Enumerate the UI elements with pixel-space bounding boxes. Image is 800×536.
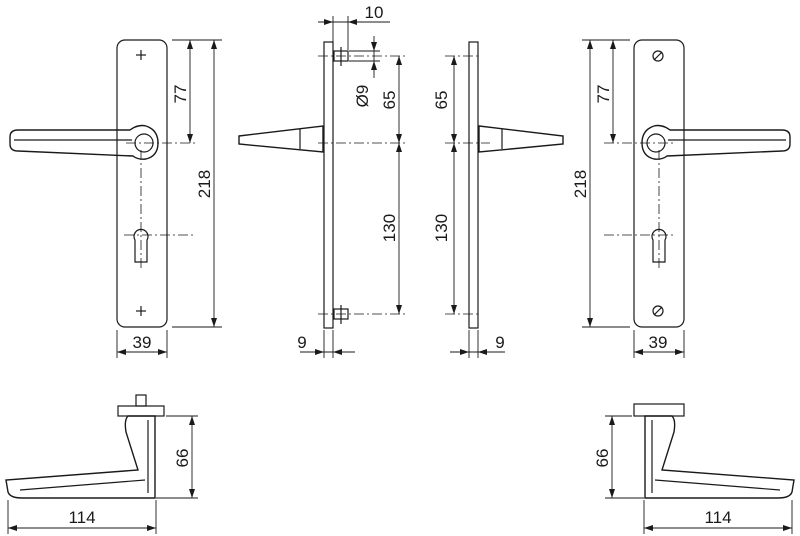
front-view-left: 77 218 39 xyxy=(9,39,222,358)
side-lever xyxy=(238,125,324,153)
dim-label-dia9: Ø9 xyxy=(353,85,372,108)
dim-label-77: 77 xyxy=(171,85,190,104)
lever-top-left xyxy=(5,415,156,499)
dim-66-left: 66 xyxy=(156,415,198,499)
side-plate xyxy=(323,41,334,329)
front-view-right: 77 218 39 xyxy=(571,39,791,358)
backplate-outline xyxy=(116,39,168,328)
lever-handle xyxy=(9,124,159,160)
dim-label-9-right: 9 xyxy=(495,333,504,352)
screw-bottom-right xyxy=(652,305,664,317)
dim-218-right: 218 xyxy=(571,39,630,328)
top-view-left: 66 114 xyxy=(5,394,198,534)
lever-handle-right xyxy=(641,124,791,160)
dim-66-right: 66 xyxy=(593,415,644,499)
dim-77-right: 77 xyxy=(594,39,630,143)
dim-114-left: 114 xyxy=(7,500,157,534)
dim-label-77-right: 77 xyxy=(594,85,613,104)
screw-hole-top xyxy=(136,50,146,60)
dim-dia9-pin: Ø9 xyxy=(349,36,380,107)
dim-9-right: 9 xyxy=(450,330,505,358)
cylinder-cutout-right xyxy=(651,228,667,263)
side-view-right: 65 130 9 xyxy=(432,41,564,358)
dim-label-39-right: 39 xyxy=(649,333,668,352)
backplate-outline-right xyxy=(633,39,685,328)
dim-label-130-left: 130 xyxy=(380,214,399,242)
rosette-top-right xyxy=(633,403,685,417)
dim-label-65-right: 65 xyxy=(432,91,451,110)
dim-39-right: 39 xyxy=(633,330,685,358)
screw-top-right xyxy=(652,50,664,62)
dim-65-right: 65 xyxy=(432,56,457,143)
dim-label-66-right: 66 xyxy=(593,449,612,468)
rosette-top-left xyxy=(117,405,165,417)
dim-9-left: 9 xyxy=(297,330,355,358)
dim-114-right: 114 xyxy=(643,500,793,534)
dim-39-left: 39 xyxy=(116,330,168,358)
dim-77-left: 77 xyxy=(171,39,200,143)
side-plate-right xyxy=(468,41,479,329)
dim-label-114-right: 114 xyxy=(704,508,731,527)
dim-label-10: 10 xyxy=(365,3,384,22)
dim-label-114-left: 114 xyxy=(68,508,95,527)
dim-10-pin: 10 xyxy=(318,3,390,50)
dim-label-218-right: 218 xyxy=(571,170,590,198)
dim-label-9-left: 9 xyxy=(297,333,306,352)
pin-bottom xyxy=(333,305,349,324)
dim-label-39: 39 xyxy=(133,333,152,352)
spindle-top-left xyxy=(135,394,147,407)
dim-130-right: 130 xyxy=(432,143,457,314)
pin-top xyxy=(333,47,349,66)
dim-65-left: 65 xyxy=(380,56,402,143)
dim-label-65-left: 65 xyxy=(380,91,399,110)
dim-130-left: 130 xyxy=(380,143,402,314)
dim-label-66-left: 66 xyxy=(173,449,192,468)
side-lever-right xyxy=(478,125,564,153)
dim-label-218: 218 xyxy=(195,170,214,198)
side-view-left: 10 Ø9 65 130 xyxy=(238,3,405,358)
cylinder-cutout xyxy=(133,228,149,263)
dim-218-left: 218 xyxy=(172,39,222,328)
dim-label-130-right: 130 xyxy=(432,214,451,242)
screw-hole-bottom xyxy=(136,306,146,316)
top-view-right: 66 114 xyxy=(593,403,795,534)
lever-top-right xyxy=(644,415,795,499)
